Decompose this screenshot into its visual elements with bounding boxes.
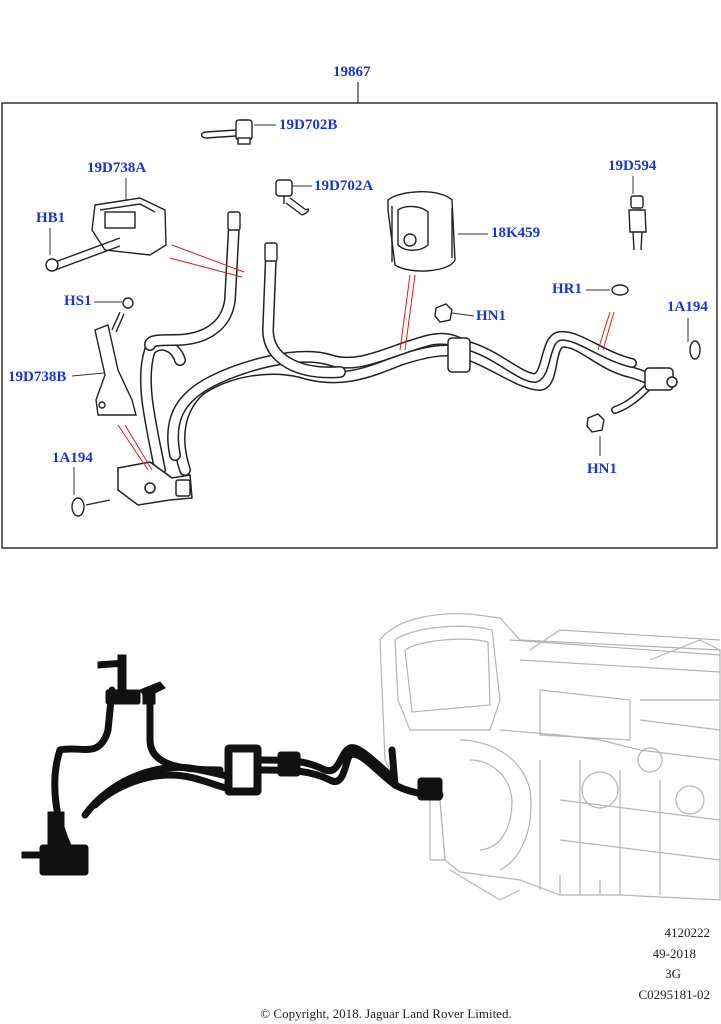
red-leader-lines	[117, 244, 615, 471]
callout-hr1: HR1	[552, 281, 582, 297]
diagram-frame	[1, 102, 718, 549]
callout-19d594: 19D594	[608, 158, 657, 174]
callout-19d702a: 19D702A	[314, 178, 374, 194]
callout-hn1-bottom: HN1	[587, 461, 617, 477]
main-part-label: 19867	[333, 64, 371, 80]
pipe-assembly-exploded	[139, 211, 678, 476]
callout-hb1: HB1	[36, 210, 66, 226]
callout-hn1-top: HN1	[476, 308, 506, 324]
ref-code-3: 3G	[665, 966, 681, 981]
ref-code-4: C0295181-02	[638, 987, 711, 1002]
hvac-unit-outline	[379, 613, 721, 901]
callout-19d738a: 19D738A	[87, 160, 147, 176]
leader-lines	[49, 124, 689, 495]
ref-code-2: 49-2018	[652, 946, 696, 961]
callout-1a194-left: 1A194	[52, 450, 93, 466]
callout-hs1: HS1	[64, 293, 92, 309]
ref-code-1: 4120222	[664, 925, 711, 940]
fasteners	[45, 119, 701, 517]
callout-18k459: 18K459	[491, 225, 541, 241]
installed-fittings	[21, 654, 443, 876]
callout-19d738b: 19D738B	[8, 369, 67, 385]
expansion-valve-block	[117, 461, 193, 506]
callout-1a194-right: 1A194	[667, 299, 708, 315]
callout-19d702b: 19D702B	[279, 117, 338, 133]
copyright-text: © Copyright, 2018. Jaguar Land Rover Lim…	[260, 1006, 512, 1021]
